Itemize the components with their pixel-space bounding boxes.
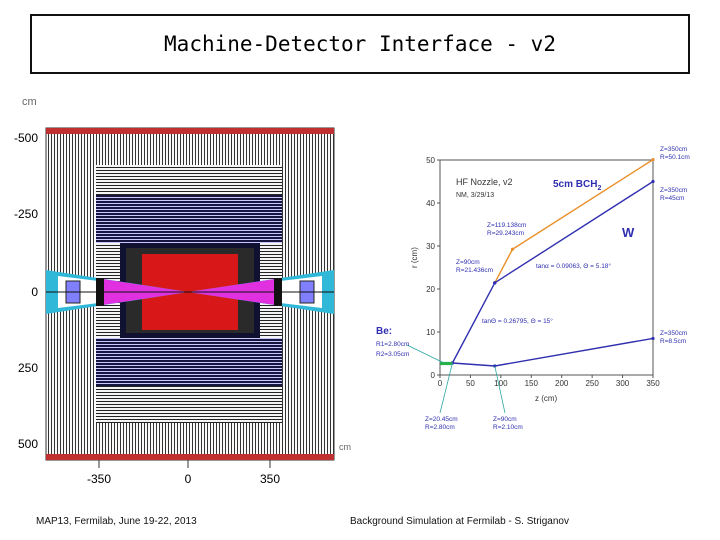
plot-series-point bbox=[651, 336, 655, 341]
be-r1: R1=2.80cm bbox=[376, 341, 409, 348]
detector-body bbox=[45, 127, 335, 461]
footer-left: MAP13, Fermilab, June 19-22, 2013 bbox=[36, 516, 197, 527]
plot-x-tick-label: 50 bbox=[466, 379, 475, 388]
detector-y-tick: -250 bbox=[14, 207, 38, 221]
detector-y-tick: 500 bbox=[18, 437, 38, 451]
plot-series-line bbox=[494, 180, 654, 284]
plot-subtitle: NM, 3/29/13 bbox=[456, 192, 494, 199]
detector-x-tick: -350 bbox=[87, 472, 111, 486]
plot-series-line bbox=[451, 282, 496, 364]
be-r2: R2=3.05cm bbox=[376, 351, 409, 358]
plot-y-tick-label: 10 bbox=[426, 328, 435, 337]
plot-x-tick-label: 250 bbox=[585, 379, 599, 388]
z90-leader-line bbox=[494, 365, 506, 414]
plot-series-point bbox=[510, 247, 515, 251]
plot-y-tick-label: 30 bbox=[426, 242, 435, 251]
title-box: Machine-Detector Interface - v2 bbox=[30, 14, 690, 74]
footer-right: Background Simulation at Fermilab - S. S… bbox=[350, 516, 569, 527]
detector-y-tick: -500 bbox=[14, 131, 38, 145]
plot-area bbox=[439, 159, 654, 376]
plot-title: HF Nozzle, v2 bbox=[456, 177, 513, 187]
detector-y-tick: 0 bbox=[31, 285, 38, 299]
annotation-tan-alpha: tanα = 0.09063, Θ = 5.18° bbox=[536, 262, 611, 270]
plot-x-tick-label: 200 bbox=[555, 379, 569, 388]
detector-x-tick: 0 bbox=[185, 472, 192, 486]
be-leader-line bbox=[406, 344, 444, 363]
plot-ylabel: r (cm) bbox=[410, 247, 419, 268]
plot-frame bbox=[439, 159, 654, 376]
annotation-tan-theta: tanΘ = 0.26795, Θ = 15° bbox=[482, 317, 553, 325]
plot-y-tick-label: 0 bbox=[431, 371, 436, 380]
plot-series-point bbox=[493, 281, 497, 285]
detector-y-tick: 250 bbox=[18, 361, 38, 375]
plot-y-tick-label: 40 bbox=[426, 199, 435, 208]
plot-x-tick-label: 350 bbox=[646, 379, 660, 388]
z20-leader-line bbox=[439, 362, 453, 414]
plot-y-tick-label: 20 bbox=[426, 285, 435, 294]
be-label: Be: bbox=[376, 326, 392, 337]
plot-y-tick-label: 50 bbox=[426, 156, 435, 165]
detector-y-axis: -500 -250 0 250 500 bbox=[14, 131, 38, 451]
detector-x-tick: 350 bbox=[260, 472, 280, 486]
plot-x-tick-label: 0 bbox=[438, 379, 443, 388]
plot-x-tick-label: 150 bbox=[525, 379, 539, 388]
be-window bbox=[440, 361, 453, 366]
plot-xlabel: z (cm) bbox=[535, 394, 558, 403]
unit-label-top: cm bbox=[22, 96, 37, 108]
material-label: 5cm BCH2 bbox=[553, 179, 601, 192]
material-w-label: W bbox=[622, 225, 635, 240]
detector-x-axis: -350 0 350 bbox=[87, 460, 280, 486]
unit-label-right: cm bbox=[339, 442, 351, 452]
plot-ticks: 0 50 100 150 200 250 300 350 0 10 20 30 40 50 bbox=[426, 156, 660, 388]
plot-x-tick-label: 100 bbox=[494, 379, 508, 388]
plot-series-point bbox=[651, 157, 655, 162]
plot-series-point bbox=[651, 179, 655, 184]
slide-title: Machine-Detector Interface - v2 bbox=[164, 32, 556, 56]
plot-x-tick-label: 300 bbox=[616, 379, 630, 388]
plot-series bbox=[406, 157, 655, 414]
